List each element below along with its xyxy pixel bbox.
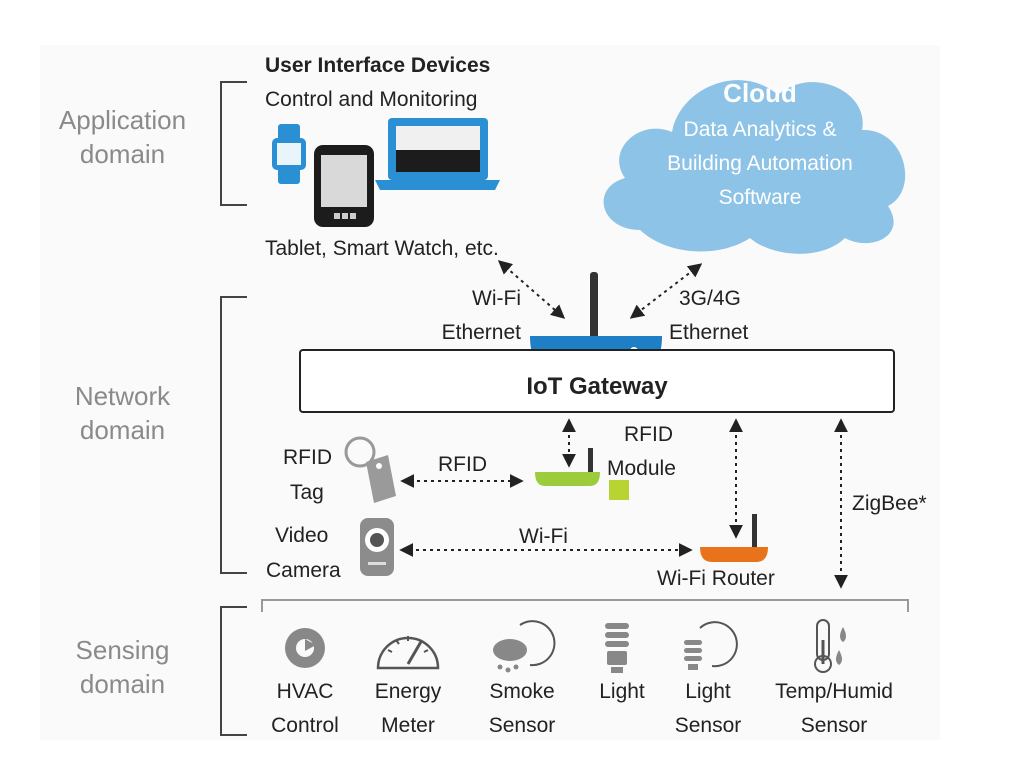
light-sensor-label-line1: Light (685, 680, 731, 703)
sensing-bracket (220, 606, 247, 736)
hvac-label: HVAC Control (255, 675, 355, 743)
smoke-sensor-label: Smoke Sensor (472, 675, 572, 743)
energy-meter-icon (376, 636, 440, 670)
link-left-label-1: Wi-Fi (472, 287, 521, 310)
rfid-module-icon (535, 448, 629, 500)
rfid-link-label: RFID (438, 453, 487, 476)
sensing-domain-line2: domain (79, 669, 166, 699)
network-domain-label: Network domain (40, 379, 205, 447)
ui-devices-title: User Interface Devices (265, 54, 491, 77)
wifi-router-icon (700, 514, 768, 562)
sensing-domain-line1: Sensing (75, 635, 170, 665)
hvac-label-line1: HVAC (276, 680, 334, 703)
application-domain-label: Application domain (40, 103, 205, 171)
link-right-label-1: 3G/4G (679, 287, 741, 310)
cloud-line-3: Software (718, 186, 802, 209)
energy-meter-label-line1: Energy (374, 680, 442, 703)
link-cloud-gateway (629, 263, 703, 319)
zigbee-label: ZigBee* (852, 492, 927, 515)
temp-humid-label: Temp/Humid Sensor (754, 675, 914, 743)
rfid-module-label-2: Module (607, 457, 676, 480)
light-sensor-label-line2: Sensor (674, 714, 742, 737)
rfid-tag-label-2: Tag (290, 481, 324, 504)
energy-meter-label: Energy Meter (358, 675, 458, 743)
smoke-sensor-label-line2: Sensor (488, 714, 556, 737)
rfid-tag-label-1: RFID (283, 446, 332, 469)
ui-devices-subtitle: Control and Monitoring (265, 88, 478, 111)
application-bracket (220, 81, 247, 206)
temp-humid-label-line1: Temp/Humid (775, 680, 893, 703)
tablet-icon (314, 145, 374, 227)
sensing-group-line (261, 599, 909, 612)
cloud-line-2: Building Automation (667, 152, 853, 175)
temp-humid-icon (814, 619, 846, 673)
network-domain-line2: domain (79, 415, 166, 445)
smart-watch-icon (272, 124, 306, 184)
light-sensor-icon (684, 621, 738, 670)
wifi-router-label: Wi-Fi Router (657, 567, 775, 590)
ui-devices-caption: Tablet, Smart Watch, etc. (265, 237, 499, 260)
hvac-icon (285, 628, 325, 668)
cloud-title: Cloud (723, 78, 797, 108)
wifi-link-label: Wi-Fi (519, 525, 568, 548)
video-camera-icon (360, 518, 394, 576)
application-domain-line1: Application (58, 105, 187, 135)
video-camera-label-2: Camera (266, 559, 341, 582)
network-domain-line1: Network (74, 381, 171, 411)
link-right-label-2: Ethernet (669, 321, 749, 344)
application-domain-line2: domain (79, 139, 166, 169)
light-bulb-icon (605, 623, 629, 673)
cloud-line-1: Data Analytics & (683, 118, 837, 141)
iot-gateway-label: IoT Gateway (526, 373, 668, 400)
link-left-label-2: Ethernet (441, 321, 521, 344)
gateway-antenna (590, 272, 598, 347)
temp-humid-label-line2: Sensor (800, 714, 868, 737)
video-camera-label-1: Video (275, 524, 329, 547)
smoke-sensor-label-line1: Smoke (489, 680, 555, 703)
network-bracket (220, 296, 247, 574)
sensing-domain-label: Sensing domain (40, 633, 205, 701)
light-label-line1: Light (599, 680, 645, 703)
hvac-label-line2: Control (271, 714, 339, 737)
light-sensor-label: Light Sensor (658, 675, 758, 743)
energy-meter-label-line2: Meter (381, 714, 435, 737)
light-label: Light (572, 675, 672, 709)
laptop-icon (375, 118, 500, 190)
smoke-sensor-icon (493, 620, 556, 673)
rfid-tag-icon (344, 436, 396, 503)
rfid-module-label-1: RFID (624, 423, 673, 446)
iot-gateway-box: IoT Gateway (299, 349, 895, 413)
cloud-shape (603, 80, 906, 254)
